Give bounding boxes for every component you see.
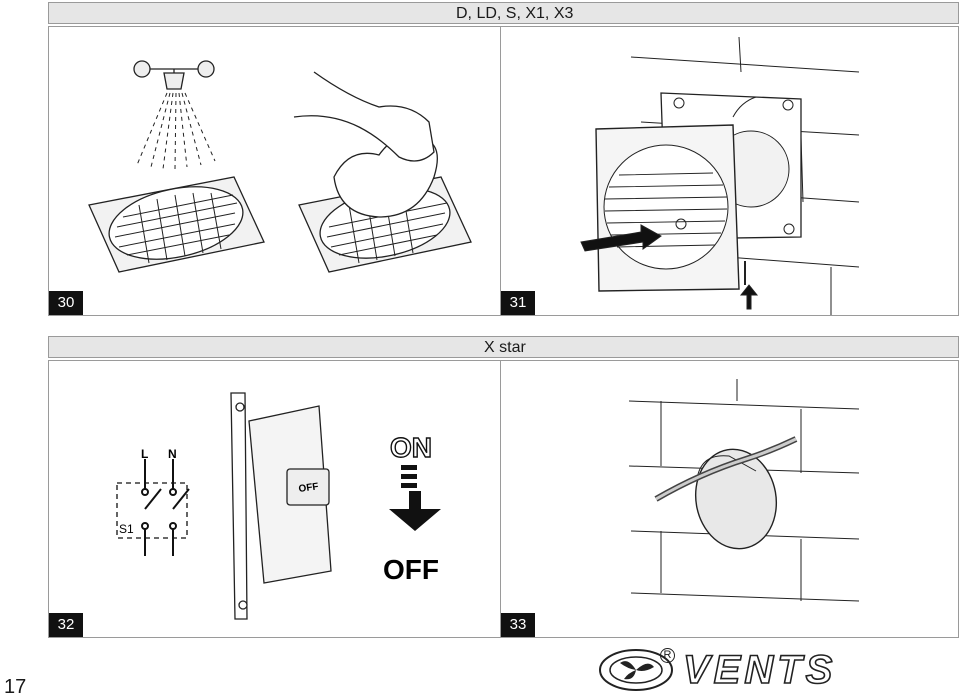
switch-label-n: N — [168, 447, 177, 461]
breaker-label: OFF — [298, 481, 319, 495]
step-number: 32 — [49, 613, 83, 637]
brand-logo-text: VENTS — [682, 647, 837, 693]
section-header-bottom: X star — [48, 336, 959, 358]
down-arrow-icon — [389, 465, 441, 531]
wall-duct-illustration — [628, 379, 860, 602]
cleaning-illustration — [88, 60, 472, 273]
registered-mark: R — [660, 648, 675, 663]
fan-logo-icon — [599, 649, 673, 691]
switch-label-l: L — [141, 447, 148, 461]
off-text: OFF — [383, 554, 439, 585]
step-number: 30 — [49, 291, 83, 315]
section-title: D, LD, S, X1, X3 — [456, 5, 574, 22]
section-title: X star — [484, 339, 526, 356]
panel-step-32: L N S1 OFF ON OFF 32 — [48, 360, 501, 638]
panel-step-31: 31 — [500, 26, 959, 316]
on-text: ON — [390, 432, 432, 463]
panel-step-30: 30 — [48, 26, 501, 316]
page-number: 17 — [4, 676, 27, 698]
section-header-top: D, LD, S, X1, X3 — [48, 2, 959, 24]
installation-illustration — [580, 36, 860, 315]
step-number: 31 — [501, 291, 535, 315]
step-number: 33 — [501, 613, 535, 637]
power-off-illustration: L N S1 OFF ON OFF — [116, 392, 441, 620]
panel-step-33: 33 — [500, 360, 959, 638]
switch-label-s1: S1 — [119, 522, 134, 536]
